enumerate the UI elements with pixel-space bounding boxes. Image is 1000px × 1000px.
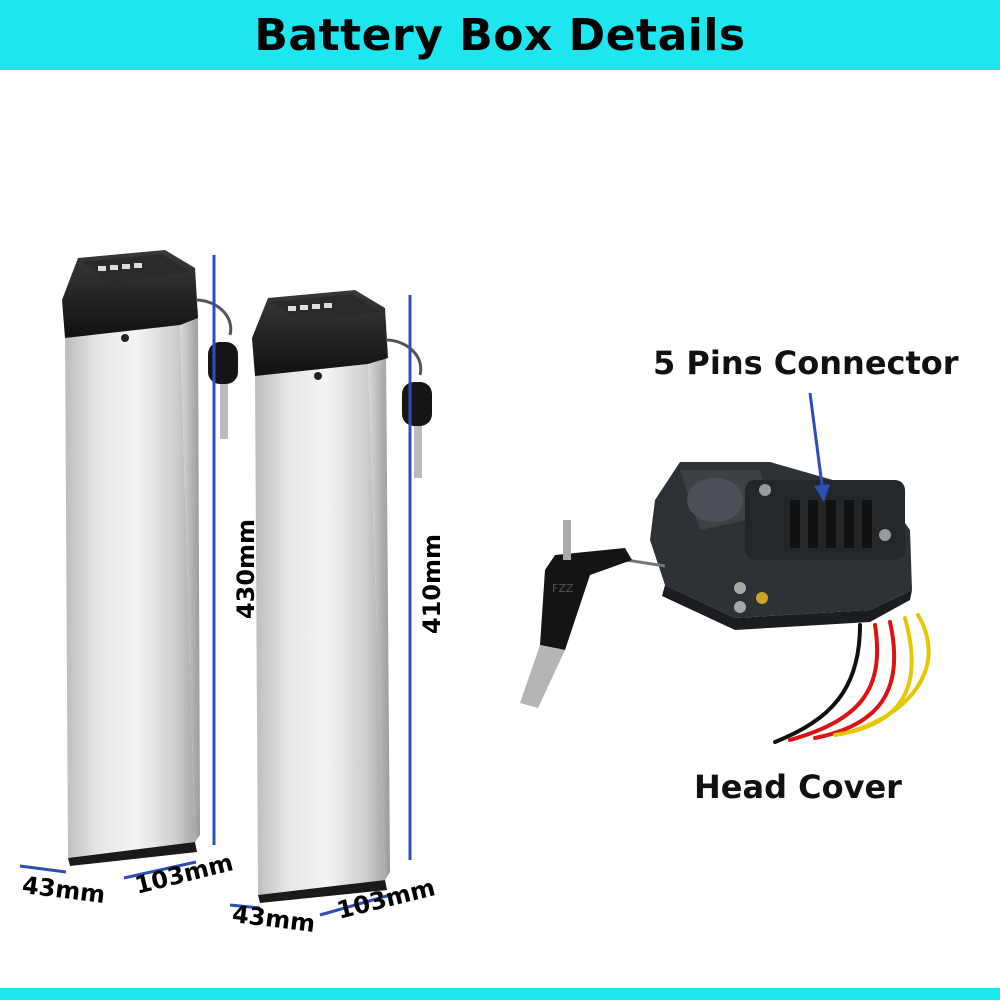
dimension-height-a: 430mm xyxy=(232,518,261,620)
dimension-lines xyxy=(19,255,412,917)
head-cover-illustration: FZZ xyxy=(520,462,931,744)
battery-a xyxy=(62,250,238,866)
title-banner: Battery Box Details xyxy=(0,0,1000,70)
svg-text:FZZ: FZZ xyxy=(552,582,574,595)
page-title: Battery Box Details xyxy=(254,9,746,61)
footer-bar xyxy=(0,988,1000,1000)
dimension-height-b: 410mm xyxy=(418,533,447,635)
connector-arrow xyxy=(808,392,830,502)
connector-label: 5 Pins Connector xyxy=(653,344,959,382)
head-cover-label: Head Cover xyxy=(694,768,902,806)
battery-b xyxy=(252,290,432,903)
